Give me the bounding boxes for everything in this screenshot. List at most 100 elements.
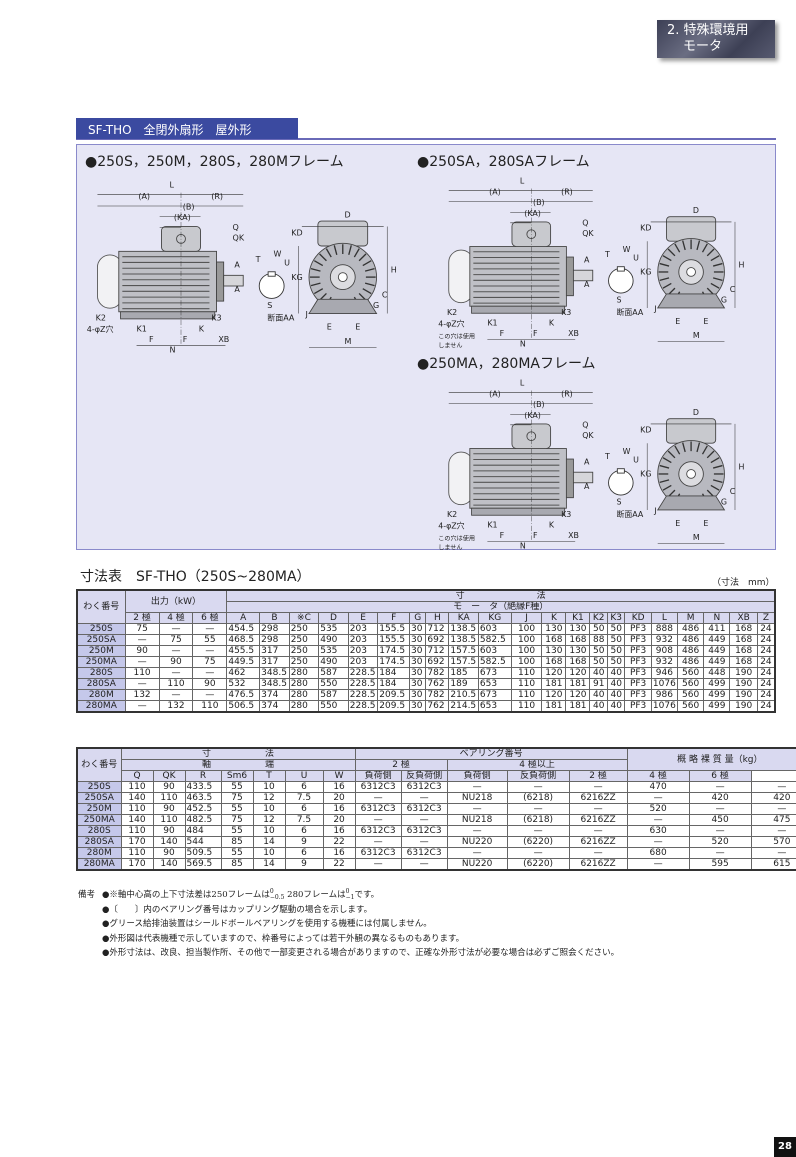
table-cell: 228.5 <box>347 700 379 713</box>
table-cell: 50 <box>589 645 608 657</box>
table-cell: 450 <box>688 814 752 826</box>
table-cell: 250 <box>288 656 320 668</box>
column-header: K2 <box>589 612 608 624</box>
dimension-label: U <box>633 456 639 465</box>
dimension-label: M <box>693 331 700 340</box>
table-cell: (6220) <box>506 858 570 871</box>
table-cell: 317 <box>259 645 290 657</box>
dimension-label: F <box>533 531 538 540</box>
table-cell: — <box>568 803 628 815</box>
table-cell: — <box>192 623 228 635</box>
table-cell: 448 <box>703 667 731 679</box>
table-cell: 30 <box>409 700 427 713</box>
table-cell: 110 <box>120 825 154 837</box>
cooling-fin <box>310 267 321 272</box>
column-header: E <box>347 612 379 624</box>
dimension-label: KD <box>640 426 651 435</box>
dimension-label: T <box>604 452 610 461</box>
cooling-fin <box>333 245 338 255</box>
frame-number: 250SA <box>76 792 122 804</box>
table-cell: — <box>192 645 228 657</box>
dimension-label: W <box>623 245 631 254</box>
frame-number: 250M <box>76 645 126 657</box>
table-cell: 762 <box>425 678 450 690</box>
cooling-fin <box>662 457 672 464</box>
table-cell: 506.5 <box>226 700 261 713</box>
table-cell: 280 <box>288 678 320 690</box>
column-header: D <box>318 612 349 624</box>
table-cell: 100 <box>510 623 543 635</box>
table-cell: 6 <box>284 847 324 859</box>
table-cell: 174.5 <box>377 656 411 668</box>
dimension-label: E <box>675 519 680 528</box>
frame-number: 250SA <box>76 634 126 646</box>
remark-text: 280フレームは <box>284 890 346 900</box>
column-header: KD <box>624 612 652 624</box>
column-header: K3 <box>606 612 626 624</box>
cooling-fin <box>667 248 676 257</box>
column-header: K <box>541 612 567 624</box>
table-cell: — <box>158 645 194 657</box>
keyway <box>616 266 625 272</box>
table-cell: — <box>124 634 160 646</box>
dimension-label: 4-φZ穴 <box>438 318 464 328</box>
table-cell: 110 <box>152 814 186 826</box>
table-cell: 157.5 <box>448 645 479 657</box>
table-cell: 168 <box>729 656 758 668</box>
table-cell: — <box>506 781 570 793</box>
dimension-label: A <box>584 255 590 264</box>
dimension-label: K1 <box>137 324 147 333</box>
table-cell: 587 <box>318 667 349 679</box>
table-cell: 110 <box>120 803 154 815</box>
table-cell: 24 <box>756 623 776 635</box>
table-cell: 168 <box>565 656 591 668</box>
cooling-fin <box>682 442 686 453</box>
dimension-label: K3 <box>561 308 571 317</box>
table-cell: 214.5 <box>448 700 479 713</box>
dimension-header: 寸 法 <box>120 747 356 760</box>
table-cell: 24 <box>756 689 776 701</box>
table-cell: NU220 <box>446 836 508 848</box>
table-cell: — <box>506 825 570 837</box>
table-cell: 348.5 <box>259 678 290 690</box>
table-cell: 455.5 <box>226 645 261 657</box>
table-cell: 40 <box>589 700 608 713</box>
column-header: T <box>252 770 286 782</box>
table-cell: 250 <box>288 634 320 646</box>
table-cell: (6218) <box>506 792 570 804</box>
column-header: W <box>322 770 356 782</box>
cooling-fin <box>659 479 670 484</box>
dimension-label: U <box>633 254 639 263</box>
table-cell: 140 <box>120 814 154 826</box>
frame-number: 250MA <box>76 656 126 668</box>
table-cell: 132 <box>124 689 160 701</box>
motor-feet <box>471 507 566 516</box>
table-cell: 6216ZZ <box>568 836 628 848</box>
cooling-fin <box>319 253 327 262</box>
table-cell: 168 <box>729 634 758 646</box>
dimension-label: QK <box>582 431 594 440</box>
table-cell: 782 <box>425 667 450 679</box>
table-cell: 100 <box>510 634 543 646</box>
table-cell: — <box>750 781 796 793</box>
table-cell: 203 <box>347 645 379 657</box>
table-cell: 190 <box>729 667 758 679</box>
table-cell: 6 <box>284 781 324 793</box>
table-cell: 24 <box>756 667 776 679</box>
table-cell: 50 <box>606 634 626 646</box>
table-cell: — <box>446 803 508 815</box>
table-cell: 184 <box>377 678 411 690</box>
column-header: A <box>226 612 261 624</box>
motor-body <box>469 448 567 509</box>
table-cell: — <box>446 781 508 793</box>
table-cell: 509.5 <box>184 847 222 859</box>
table-cell: — <box>688 803 752 815</box>
table-cell: — <box>750 803 796 815</box>
table-cell: — <box>626 814 690 826</box>
table-cell: 140 <box>152 858 186 871</box>
dimension-label: K <box>549 521 555 530</box>
